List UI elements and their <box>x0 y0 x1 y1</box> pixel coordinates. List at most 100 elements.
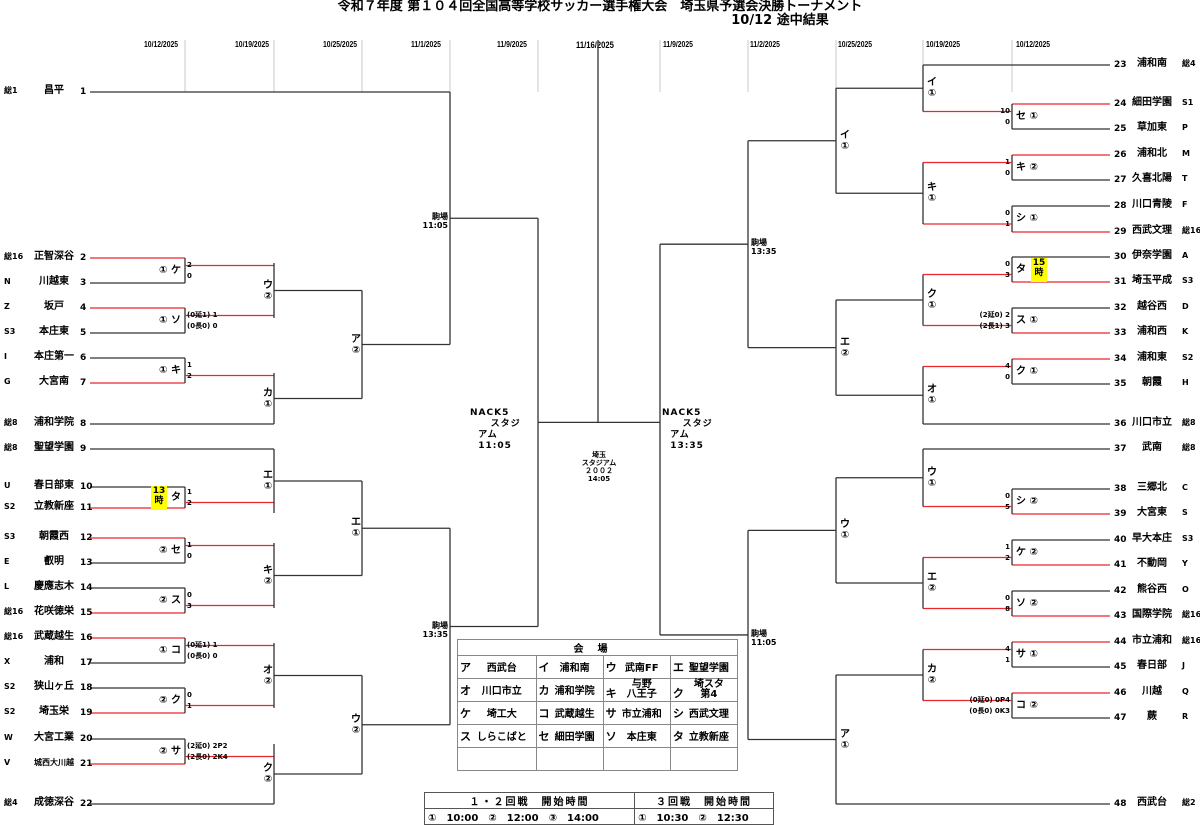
team-name: 朝霞 <box>1142 377 1162 388</box>
round2-venue: ク ① <box>927 289 937 311</box>
score: 1 <box>1005 655 1010 664</box>
date-right-r1: 10/12/2025 <box>1016 40 1051 49</box>
team-number: 7 <box>80 378 87 388</box>
venue-name: 与野 八王子 <box>626 678 657 700</box>
team-name: 西武文理 <box>1132 225 1172 236</box>
date-left-r1: 10/12/2025 <box>144 40 179 49</box>
round3-venue: ウ ① <box>840 519 850 542</box>
venue-cell: イ浦和南 <box>535 655 604 679</box>
round3-venue: ア ① <box>840 728 850 751</box>
team-number: 25 <box>1114 124 1127 134</box>
round2-venue: キ ① <box>927 182 937 205</box>
team-number: 14 <box>80 583 93 593</box>
match-venue: タ <box>1016 263 1026 275</box>
date-left-r2: 10/19/2025 <box>235 40 270 49</box>
venue-code: タ <box>672 730 684 743</box>
venue-name: 武蔵越生 <box>554 709 595 720</box>
venue-cell: サ市立浦和 <box>602 701 671 725</box>
team-number: 13 <box>80 558 93 568</box>
score: 2 <box>187 498 192 507</box>
score: 10 <box>1000 106 1010 115</box>
team-name: 大宮工業 <box>34 732 74 743</box>
team-name: 三郷北 <box>1137 482 1167 493</box>
team-seed: C <box>1182 483 1188 492</box>
team-seed: S <box>1182 508 1188 517</box>
venue-cell: ア西武台 <box>457 655 537 679</box>
team-name: 大宮南 <box>39 376 69 387</box>
venue-code: ク <box>672 686 684 700</box>
date-left-r3: 10/25/2025 <box>323 40 358 49</box>
team-seed: S3 <box>1182 534 1194 543</box>
team-seed: 総1 <box>4 86 18 95</box>
score: 8 <box>1005 604 1010 613</box>
venue-name: しらこばと <box>476 732 527 743</box>
team-name: 朝霞西 <box>39 531 69 542</box>
score: 4 <box>1005 644 1010 653</box>
date-right-sf: 11/9/2025 <box>663 40 693 49</box>
date-final: 11/16/2025 <box>576 40 614 50</box>
team-number: 37 <box>1114 444 1127 454</box>
team-number: 36 <box>1114 419 1127 429</box>
team-number: 44 <box>1114 637 1127 647</box>
score: (0延1) 1 <box>187 310 218 319</box>
score: 1 <box>1005 542 1010 551</box>
round4-venue: 駒場 13:35 <box>422 620 448 639</box>
team-name: 川口市立 <box>1132 417 1172 428</box>
team-seed: R <box>1182 712 1189 721</box>
venue-cell <box>535 747 604 771</box>
team-name: 川口青陵 <box>1132 199 1172 210</box>
date-left-sf: 11/9/2025 <box>497 40 527 49</box>
team-number: 42 <box>1114 586 1127 596</box>
team-number: 45 <box>1114 662 1127 672</box>
match-venue: ケ ② <box>1016 546 1038 558</box>
match-venue: タ <box>171 491 181 503</box>
team-seed: M <box>1182 149 1190 158</box>
round12-start-times: ① 10:00 ② 12:00 ③ 14:00 <box>423 808 636 825</box>
round3-start-times: ① 10:30 ② 12:30 <box>634 808 774 825</box>
team-seed: 総8 <box>4 443 18 452</box>
match-venue: シ ② <box>1016 495 1038 507</box>
team-number: 2 <box>80 253 87 263</box>
tournament-title: 令和７年度 第１０４回全国高等学校サッカー選手権大会 埼玉県予選会決勝トーナメン… <box>0 0 1200 28</box>
score: 0 <box>187 690 192 699</box>
venue-cell <box>457 747 537 771</box>
team-seed: O <box>1182 585 1189 594</box>
team-seed: Y <box>1182 559 1188 568</box>
team-number: 9 <box>80 444 87 454</box>
team-number: 27 <box>1114 175 1127 185</box>
round3-venue: ア ② <box>351 333 361 356</box>
team-seed: S3 <box>1182 276 1194 285</box>
score: 3 <box>187 601 192 610</box>
date-right-r4: 11/2/2025 <box>750 40 780 49</box>
team-seed: V <box>4 758 11 767</box>
team-seed: 総2 <box>1182 798 1196 807</box>
team-seed: K <box>1182 327 1189 336</box>
team-seed: L <box>4 582 10 591</box>
score: 0 <box>187 551 192 560</box>
team-name: 川越東 <box>39 276 69 287</box>
venue-code: ケ <box>460 707 471 720</box>
venue-code: セ <box>538 730 550 743</box>
score: 1 <box>1005 157 1010 166</box>
team-name: 春日部東 <box>34 480 74 491</box>
score: 0 <box>1005 593 1010 602</box>
team-seed: S2 <box>4 707 16 716</box>
team-name: 越谷西 <box>1137 301 1167 312</box>
date-right-r2: 10/19/2025 <box>926 40 961 49</box>
team-seed: 総8 <box>1182 418 1196 427</box>
venue-name: 市立浦和 <box>621 709 662 720</box>
venue-code: イ <box>538 661 550 674</box>
match-venue: セ ① <box>1016 110 1038 122</box>
venue-cell: エ聖望学園 <box>669 655 739 679</box>
venue-name: 本庄東 <box>626 732 657 743</box>
team-number: 8 <box>80 419 87 429</box>
match-venue: ソ ② <box>1016 597 1038 609</box>
round3-venue: エ ① <box>351 517 361 540</box>
venue-name: 川口市立 <box>481 686 522 697</box>
team-number: 32 <box>1114 303 1127 313</box>
team-seed: F <box>1182 200 1188 209</box>
team-name: 立教新座 <box>34 501 74 512</box>
score: 0 <box>1005 117 1010 126</box>
round2-venue: ク ② <box>263 763 273 785</box>
